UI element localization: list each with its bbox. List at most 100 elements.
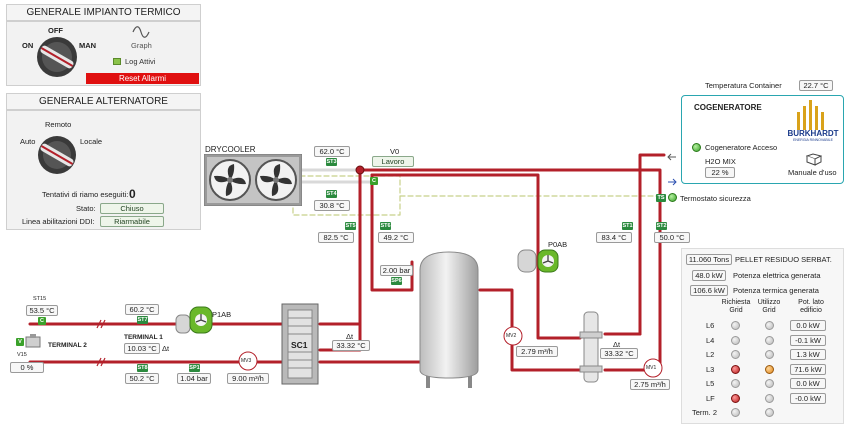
h2o-value: 22 % xyxy=(705,167,735,178)
h2o-label: H2O MIX xyxy=(705,157,736,166)
tentativi-label: Tentativi di riamo eseguiti: xyxy=(42,190,129,199)
switch-locale-label: Locale xyxy=(80,137,103,146)
st2-tag: ST2 xyxy=(656,222,667,230)
log-icon xyxy=(113,58,121,65)
st2-temp: 50.0 °C xyxy=(654,232,690,243)
manuale-label[interactable]: Manuale d'uso xyxy=(788,168,837,177)
richiesta-led-l6 xyxy=(731,321,740,330)
col-potlato-header: Pot. lato edificio xyxy=(798,299,824,314)
richiesta-led-l3 xyxy=(731,365,740,374)
ts-tag: TS xyxy=(656,194,666,202)
sp6-pressure: 2.00 bar xyxy=(380,265,413,276)
row-value-l4: -0.1 kW xyxy=(790,335,826,346)
temp-container-value: 22.7 °C xyxy=(799,80,833,91)
switch-auto-label: Auto xyxy=(20,137,36,146)
richiesta-led-l2 xyxy=(731,350,740,359)
v15-valve-icon xyxy=(25,334,41,348)
st4-temp: 30.8 °C xyxy=(314,200,350,211)
sp1-tag: SP1 xyxy=(189,364,200,372)
switch-man-label: MAN xyxy=(79,41,97,50)
row-label-l4: L4 xyxy=(706,336,715,345)
pot-term-value: 106.6 kW xyxy=(690,285,728,296)
dt2-value: 33.32 °C xyxy=(600,348,638,359)
utilizzo-led-lf xyxy=(765,394,774,403)
col-richiesta-header: Richiesta Grid xyxy=(721,299,751,314)
riarmabile-button[interactable]: Riarmabile xyxy=(100,216,164,227)
hydraulic-separator xyxy=(579,311,603,383)
st15-c-tag: C xyxy=(38,317,46,325)
row-value-l6: 0.0 kW xyxy=(790,320,826,331)
row-label-l5: L5 xyxy=(706,379,715,388)
sp6-tag: SP6 xyxy=(391,277,402,285)
storage-tank xyxy=(419,251,479,388)
mv3-flow: 9.00 m³/h xyxy=(227,373,269,384)
drycooler-label: DRYCOOLER xyxy=(205,145,256,154)
st7-tag: ST7 xyxy=(137,316,148,324)
manual-icon[interactable] xyxy=(806,153,822,166)
utilizzo-led-l3 xyxy=(765,365,774,374)
mv1-tag: MV1 xyxy=(646,365,657,371)
row-value-l5: 0.0 kW xyxy=(790,378,826,389)
utilizzo-led-l6 xyxy=(765,321,774,330)
alternatore-mode-switch[interactable] xyxy=(36,134,78,176)
mv3-tag: MV3 xyxy=(241,358,252,364)
st4-tag: ST4 xyxy=(326,190,337,198)
utilizzo-led-l2 xyxy=(765,350,774,359)
switch-off-label: OFF xyxy=(48,26,63,35)
alternatore-panel xyxy=(6,110,201,230)
log-label[interactable]: Log Attivi xyxy=(125,57,156,66)
terminal1-temp: 10.03 °C xyxy=(124,343,160,354)
tentativi-value: 0 xyxy=(129,187,136,201)
mv2-tag: MV2 xyxy=(506,333,517,339)
reset-allarmi-button[interactable]: Reset Allarmi xyxy=(86,73,199,84)
st1-temp: 83.4 °C xyxy=(596,232,632,243)
graph-label[interactable]: Graph xyxy=(131,41,152,50)
mv2-valve-icon xyxy=(503,326,523,346)
switch-on-label: ON xyxy=(22,41,34,50)
row-value-lf: -0.0 kW xyxy=(790,393,826,404)
stato-label: Stato: xyxy=(76,204,96,213)
p1ab-label: P1AB xyxy=(212,310,232,319)
mv1-flow: 2.75 m³/h xyxy=(630,379,670,390)
st15-tag: ST15 xyxy=(33,296,47,302)
row-label-lf: LF xyxy=(706,394,715,403)
richiesta-led-lf xyxy=(731,394,740,403)
linea-label: Linea abilitazioni DDI: xyxy=(22,217,95,226)
brand-name: BURKHARDT xyxy=(787,129,838,138)
sc1-exchanger xyxy=(281,303,319,385)
v0-label: V0 xyxy=(390,147,400,156)
terminal1-dt: Δt xyxy=(162,344,170,353)
dt1-label: Δt xyxy=(346,332,354,341)
row-label-l2: L2 xyxy=(706,350,715,359)
sc1-label: SC1 xyxy=(291,340,308,350)
st5-tag: ST5 xyxy=(345,222,356,230)
p1ab-pump xyxy=(175,306,213,334)
st8-temp: 50.2 °C xyxy=(125,373,159,384)
p0ab-pump xyxy=(517,249,559,273)
terminal2-label: TERMINAL 2 xyxy=(48,342,87,349)
st6-temp: 49.2 °C xyxy=(378,232,414,243)
richiesta-led-l5 xyxy=(731,379,740,388)
row-value-l3: 71.6 kW xyxy=(790,364,826,375)
pot-el-value: 48.0 kW xyxy=(692,270,726,281)
v0-valve-icon xyxy=(355,165,365,175)
v15-value: 0 % xyxy=(10,362,44,373)
termostato-led xyxy=(668,193,677,202)
dt1-value: 33.32 °C xyxy=(332,340,370,351)
st6-tag: ST6 xyxy=(380,222,391,230)
row-label-l3: L3 xyxy=(706,365,715,374)
p0ab-label: P0AB xyxy=(548,240,568,249)
mv1-valve-icon xyxy=(643,358,663,378)
st15-temp: 53.5 °C xyxy=(26,305,58,316)
pot-term-label: Potenza termica generata xyxy=(733,286,819,295)
burkhardt-logo: BURKHARDT ENERGIA RINNOVABILE xyxy=(787,100,839,142)
utilizzo-led-l4 xyxy=(765,336,774,345)
row-value-l2: 1.3 kW xyxy=(790,349,826,360)
stato-value: Chiuso xyxy=(100,203,164,214)
switch-remoto-label: Remoto xyxy=(45,120,72,129)
cogeneratore-acceso-label: Cogeneratore Acceso xyxy=(705,143,778,152)
impianto-mode-switch[interactable] xyxy=(35,35,79,79)
dt2-label: Δt xyxy=(613,340,621,349)
richiesta-led-l4 xyxy=(731,336,740,345)
graph-icon[interactable] xyxy=(132,26,150,38)
